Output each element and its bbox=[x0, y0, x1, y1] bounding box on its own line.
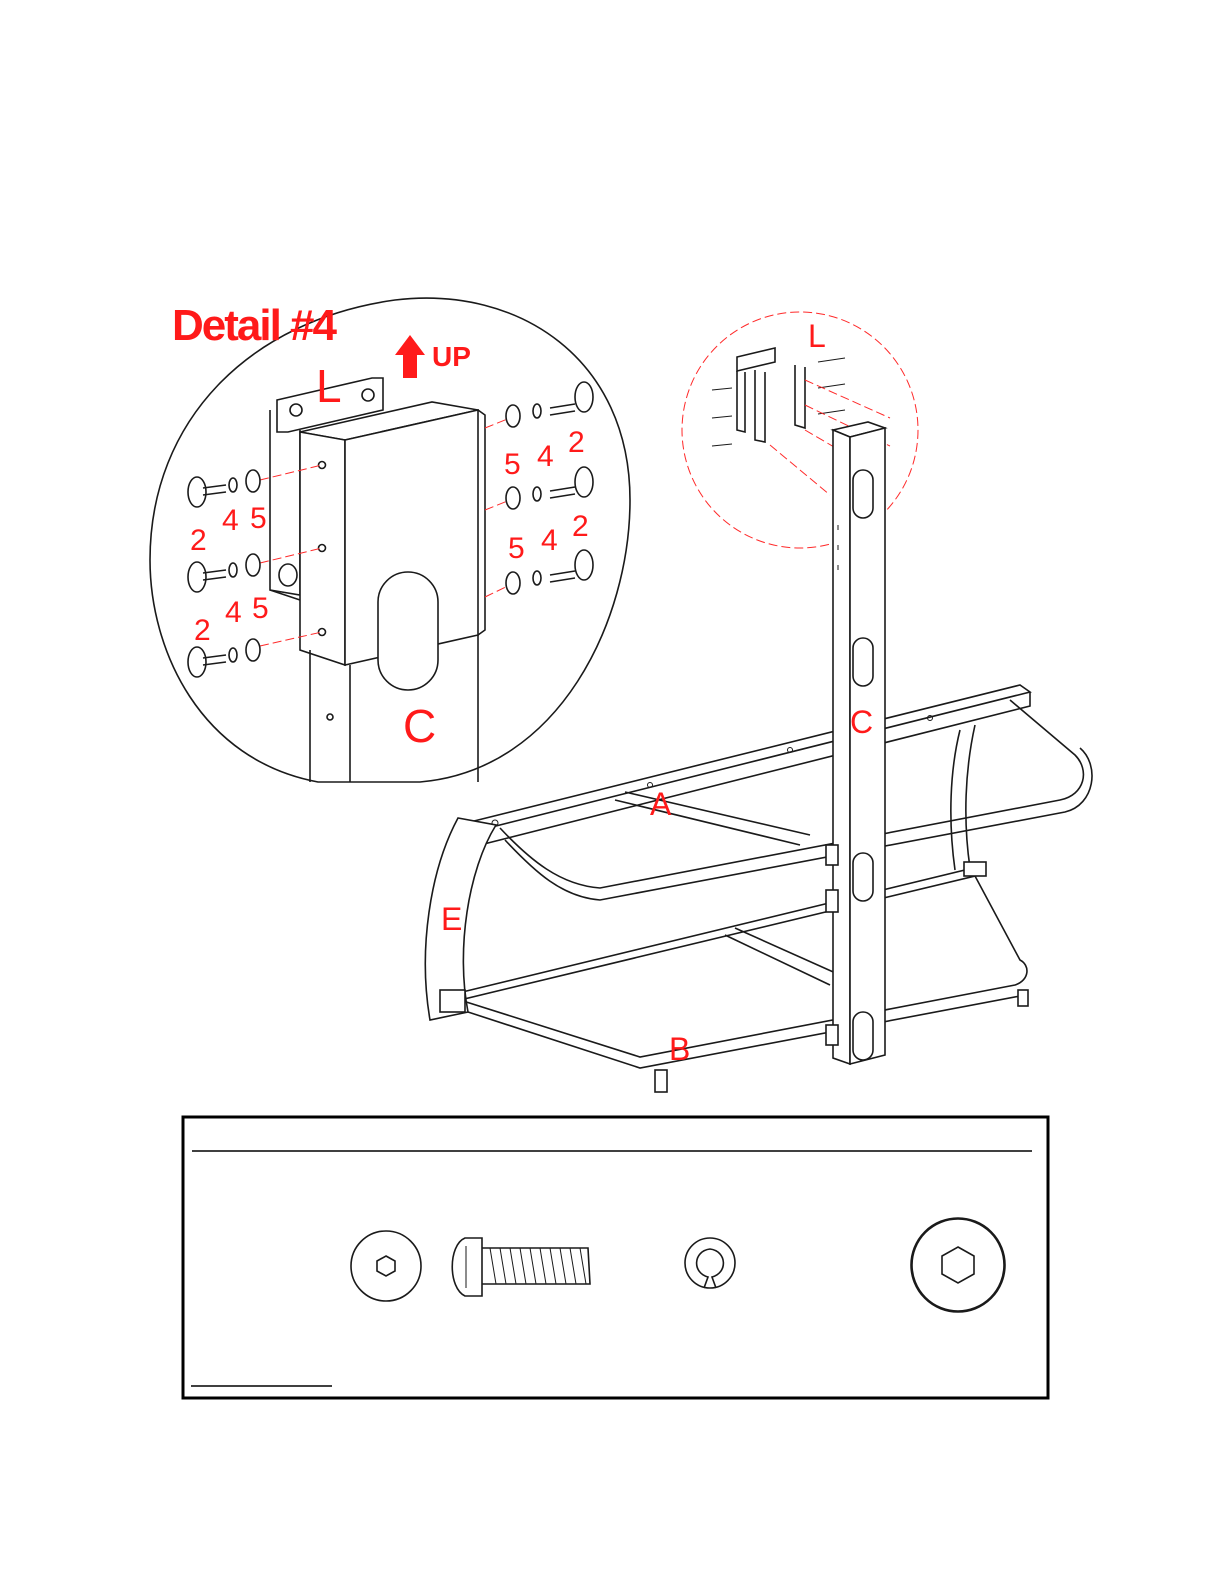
right-row1-num-2: 2 bbox=[568, 426, 585, 459]
hardware-set-left-2 bbox=[188, 554, 260, 592]
frame-part-a-label: A bbox=[650, 786, 672, 822]
detail-part-l-label: L bbox=[316, 360, 342, 412]
up-label: UP bbox=[432, 341, 471, 372]
right-row1-num-5: 5 bbox=[504, 448, 521, 481]
frame-part-c-label: C bbox=[850, 704, 873, 740]
right-row1-num-4: 4 bbox=[537, 440, 554, 473]
left-row2-num-5: 5 bbox=[252, 592, 269, 625]
lock-washer-icon bbox=[685, 1238, 735, 1288]
main-frame: C A E B bbox=[425, 422, 1092, 1092]
left-row2-num-4: 4 bbox=[225, 596, 242, 629]
right-hardware bbox=[485, 382, 593, 597]
hardware-box bbox=[183, 1117, 1048, 1398]
upright-c bbox=[826, 422, 885, 1064]
left-row2-num-2: 2 bbox=[194, 614, 211, 647]
top-shelf-frame-a bbox=[470, 685, 1092, 900]
small-part-l-label: L bbox=[808, 318, 826, 354]
frame-part-e-label: E bbox=[441, 901, 462, 937]
small-hardware bbox=[712, 358, 845, 446]
detail-title: Detail #4 bbox=[172, 301, 338, 350]
up-arrow-icon bbox=[395, 335, 425, 378]
upright-c-detail bbox=[300, 402, 485, 782]
back-panel-edge bbox=[951, 730, 960, 870]
right-row2-num-2: 2 bbox=[572, 510, 589, 543]
flat-washer-icon bbox=[911, 1218, 1005, 1312]
bottom-shelf-frame-b bbox=[440, 862, 1028, 1092]
hardware-box-border bbox=[183, 1117, 1048, 1398]
detail-part-c-label: C bbox=[403, 700, 436, 752]
left-row1-num-5: 5 bbox=[250, 502, 267, 535]
right-row2-num-4: 4 bbox=[541, 524, 558, 557]
left-row1-num-2: 2 bbox=[190, 524, 207, 557]
left-row1-num-4: 4 bbox=[222, 504, 239, 537]
right-row2-num-5: 5 bbox=[508, 532, 525, 565]
detail-4-callout: Detail #4 UP L C bbox=[150, 298, 630, 782]
frame-part-b-label: B bbox=[669, 1031, 690, 1067]
hardware-set-right-1 bbox=[506, 382, 593, 427]
bolt-icon bbox=[351, 1231, 590, 1301]
bracket-l-small bbox=[737, 348, 805, 442]
